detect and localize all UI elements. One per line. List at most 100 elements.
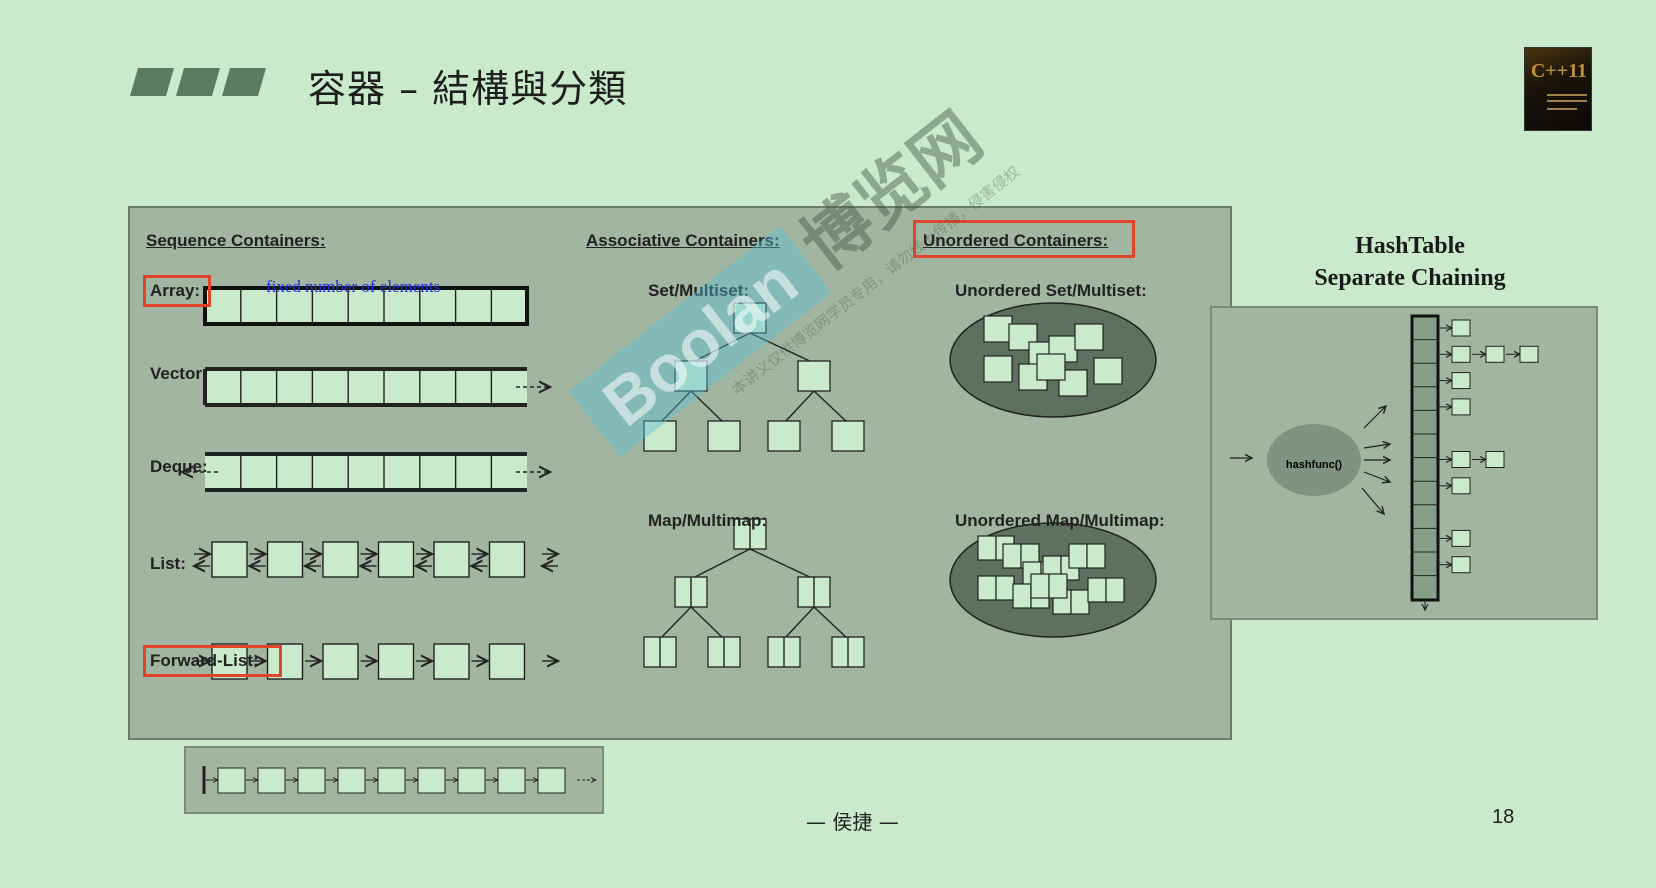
vector-label: Vector: (150, 364, 208, 383)
forward-list-sample-node (537, 767, 566, 794)
forward-list-node (211, 643, 248, 680)
slide-title: 容器 – 結構與分類 (308, 67, 628, 111)
fixed-number-note: fixed number of elements (266, 277, 441, 296)
list-node (266, 541, 304, 578)
map-tree-edge (749, 548, 815, 580)
unordered-map-element (977, 535, 997, 561)
forward-list-sample-node (457, 767, 486, 794)
hash-chain-node (1451, 529, 1471, 547)
unordered-set-element (1008, 323, 1038, 351)
unordered-highlight-box (913, 220, 1135, 258)
hash-output-arrow (1363, 406, 1386, 429)
unordered-map-element (1087, 577, 1107, 603)
forward-list-node (488, 643, 526, 680)
forward-list-sample-node (257, 767, 286, 794)
unordered-map-element (1002, 543, 1022, 569)
list-node (377, 541, 415, 578)
hash-output-arrow (1363, 471, 1390, 482)
forward-list-label: Forward-List: (150, 651, 259, 670)
set-tree-edge (690, 332, 751, 364)
page-number: 18 (1492, 806, 1515, 828)
hashfunc-ellipse (1267, 424, 1361, 496)
unordered-map-element (1012, 583, 1032, 609)
hash-chain-node (1451, 477, 1471, 495)
sequence-containers-heading: Sequence Containers: (146, 231, 326, 250)
hashtable-drawing: hashfunc() (1230, 314, 1539, 618)
map-tree-edge (690, 548, 751, 580)
forward-list-highlight-box (143, 645, 282, 677)
unordered-map-element (1030, 573, 1050, 599)
hashtable-title: HashTable Separate Chaining (1290, 230, 1530, 294)
unordered-map-element (1068, 543, 1088, 569)
unordered-set-element (1036, 353, 1066, 381)
hash-chain-node (1451, 556, 1471, 574)
array-label: Array: (150, 281, 201, 300)
list-node (433, 541, 470, 578)
title-bar-decoration (130, 68, 266, 96)
forward-list-sample-node (217, 767, 246, 794)
unordered-set-element (983, 315, 1013, 343)
hashfunc-label: hashfunc() (1286, 459, 1343, 471)
hash-chain-node (1519, 345, 1539, 363)
forward-list-sample-node (377, 767, 406, 794)
set-tree-edge (813, 390, 849, 424)
set-tree-node (831, 420, 865, 452)
book-cover-title: C++11 (1530, 60, 1587, 82)
unordered-map-element (977, 575, 997, 601)
set-tree-node (643, 420, 677, 452)
unordered-map-element (1105, 577, 1125, 603)
set-tree-node (707, 420, 741, 452)
hash-output-arrow (1363, 444, 1390, 448)
hashtable-diagram-panel: hashfunc() (1210, 306, 1598, 620)
set-tree-node (767, 420, 801, 452)
list-node (211, 541, 248, 578)
set-tree-node (733, 302, 767, 334)
forward-list-sample-node (297, 767, 326, 794)
map-multimap-label: Map/Multimap: (648, 511, 767, 530)
hash-output-arrow (1361, 487, 1384, 514)
hash-chain-node (1451, 319, 1471, 337)
set-tree-edge (690, 390, 725, 424)
array-highlight-box (143, 275, 211, 307)
set-tree-edge (783, 390, 815, 424)
unordered-set-element (1093, 357, 1123, 385)
set-tree-edge (749, 332, 815, 364)
vector-fill (205, 369, 527, 405)
unordered-map-element (1070, 589, 1090, 615)
list-node (322, 541, 359, 578)
hash-chain-node (1451, 398, 1471, 416)
list-label: List: (150, 554, 186, 573)
unordered-map-element (1086, 543, 1106, 569)
forward-list-node (322, 643, 359, 680)
unordered-containers-drawing (949, 302, 1157, 638)
set-tree-edge (659, 390, 692, 424)
hash-chain-node (1485, 345, 1505, 363)
forward-list-sample-node (497, 767, 526, 794)
unordered-containers-heading: Unordered Containers: (923, 231, 1109, 250)
sequence-containers-drawing (182, 286, 558, 680)
hashtable-title-line1: HashTable (1355, 233, 1465, 259)
forward-list-sample-drawing (202, 766, 602, 794)
associative-containers-drawing (643, 302, 865, 668)
map-tree-edge (690, 606, 725, 640)
unordered-set-label: Unordered Set/Multiset: (955, 281, 1147, 300)
forward-list-sample-node (337, 767, 366, 794)
forward-list-sample-panel (184, 746, 604, 814)
unordered-set-element (1074, 323, 1104, 351)
deque-label: Deque: (150, 457, 208, 476)
map-tree-edge (783, 606, 815, 640)
hash-chain-node (1451, 372, 1471, 390)
set-tree-node (674, 360, 708, 392)
deque-fill (205, 454, 527, 490)
unordered-set-element (983, 355, 1013, 383)
hash-chain-node (1485, 451, 1505, 468)
forward-list-sample-node (417, 767, 446, 794)
hash-chain-node (1451, 345, 1471, 363)
container-diagram-drawing (130, 286, 1157, 680)
forward-list-node (433, 643, 470, 680)
book-cover-image: C++11 (1524, 47, 1592, 131)
container-diagram-panel: Sequence Containers: Associative Contain… (128, 206, 1232, 740)
author-credit: — 侯捷 — (806, 810, 899, 834)
forward-list-node (377, 643, 415, 680)
hash-chain-node (1451, 451, 1471, 468)
